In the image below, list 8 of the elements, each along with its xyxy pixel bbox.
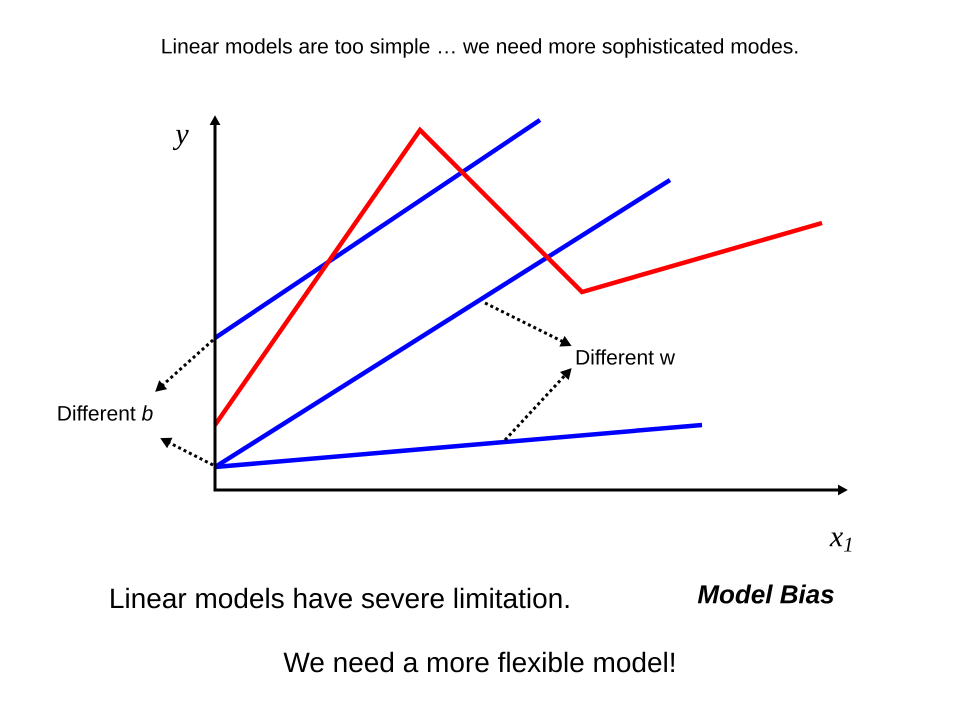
annotation-text: Different w bbox=[576, 349, 676, 365]
title: Linear models are too simple … we need more sophisticated modes. bbox=[162, 38, 798, 58]
annotation-text: Different b bbox=[58, 405, 153, 421]
axis-label: y bbox=[172, 130, 189, 150]
emphasis-text: Model Bias bbox=[698, 584, 834, 604]
statement-text: Linear models have severe limitation. bbox=[111, 588, 568, 608]
statement-text: We need a more flexible model! bbox=[284, 652, 674, 672]
axis-label: x$_{1}$ bbox=[830, 532, 852, 552]
